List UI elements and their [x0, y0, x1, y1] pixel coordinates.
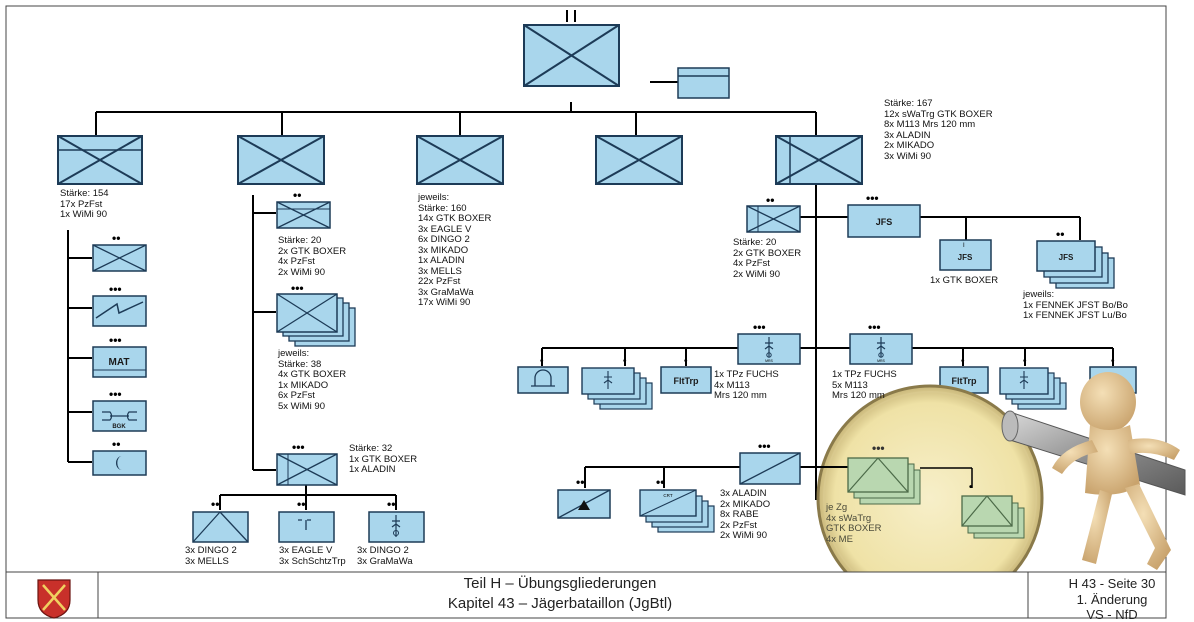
svg-text:I: I — [963, 243, 965, 249]
c1-antitank-symbol: ••• — [92, 282, 147, 327]
svg-text:•••: ••• — [291, 281, 304, 295]
recon-radar-stack: •• CRT — [639, 475, 715, 533]
connector-lines — [67, 81, 1114, 510]
sc-squad-strength: Stärke: 20 2x GTK BOXER 4x PzFst 2x WiMi… — [733, 237, 802, 280]
svg-text:••: •• — [112, 231, 120, 245]
c2-bottom-1-symbol: •• — [192, 497, 249, 543]
c2-hq-squad-symbol: •• — [276, 188, 331, 229]
recon-uav-symbol: •• — [557, 475, 611, 519]
jfs-single-symbol: I JFS — [939, 239, 992, 271]
svg-text:•: • — [1023, 356, 1027, 367]
jfs-multi-stack: •• JFS — [1036, 227, 1115, 289]
recon-platoon-symbol: ••• — [739, 439, 801, 485]
support-company-symbol — [775, 120, 863, 185]
svg-text:••: •• — [656, 475, 664, 489]
svg-text:•••: ••• — [872, 441, 885, 455]
svg-text:•: • — [1111, 356, 1115, 367]
fltrp-label-1: FltTrp — [674, 376, 699, 386]
mrs-label-2: MRS — [877, 359, 885, 363]
svg-text:••: •• — [766, 193, 774, 207]
c1-mat-symbol: ••• MAT — [92, 333, 147, 378]
footer-revision: 1. Änderung — [1076, 592, 1148, 607]
svg-text:•: • — [969, 482, 973, 493]
svg-text:•••: ••• — [109, 333, 122, 347]
svg-text:•••: ••• — [866, 191, 879, 205]
crt-label: CRT — [663, 493, 672, 498]
svg-text:•: • — [961, 356, 965, 367]
recon-unit-text: 3x ALADIN 2x MIKADO 8x RABE 2x PzFst 2x … — [720, 488, 771, 541]
bgk-label: BGK — [112, 424, 126, 430]
company-1-strength: Stärke: 154 17x PzFst 1x WiMi 90 — [60, 188, 109, 220]
c2-bottom-3-text: 3x DINGO 2 3x GraMaWa — [357, 545, 413, 567]
jfs-multi-label: JFS — [1059, 253, 1074, 262]
svg-text:•: • — [540, 356, 544, 367]
sc-hq-squad-symbol: •• — [746, 193, 801, 233]
magnified-unit-text: je Zg 4x sWaTrg GTK BOXER 4x ME — [826, 502, 882, 545]
company-4-symbol — [595, 120, 683, 185]
svg-text:•••: ••• — [109, 282, 122, 296]
jfs-multi-text: jeweils: 1x FENNEK JFST Bo/Bo 1x FENNEK … — [1023, 289, 1128, 321]
c2-recon-platoon-symbol: ••• — [276, 440, 338, 486]
coat-of-arms-logo — [37, 579, 71, 619]
ml-mortar-stack: • — [581, 356, 653, 410]
c2-bottom-3-symbol: •• — [368, 497, 425, 543]
svg-text:•••: ••• — [868, 320, 881, 334]
mannequin-figure — [1052, 372, 1180, 570]
footer-title-line-1: Teil H – Übungsgliederungen — [463, 575, 657, 592]
svg-text:•••: ••• — [109, 387, 122, 401]
support-company-strength: Stärke: 167 12x sWaTrg GTK BOXER 8x M113… — [884, 98, 993, 162]
svg-text:••: •• — [576, 475, 584, 489]
mat-label: MAT — [109, 357, 130, 368]
svg-text:••: •• — [293, 188, 301, 202]
company-3-strength: jeweils: Stärke: 160 14x GTK BOXER 3x EA… — [418, 192, 492, 308]
footer-title-line-2: Kapitel 43 – Jägerbataillon (JgBtl) — [447, 595, 673, 612]
c2-platoons-strength: jeweils: Stärke: 38 4x GTK BOXER 1x MIKA… — [278, 348, 347, 412]
company-3-symbol — [416, 120, 504, 185]
svg-text:••: •• — [387, 497, 395, 511]
c2-squad-strength: Stärke: 20 2x GTK BOXER 4x PzFst 2x WiMi… — [278, 235, 347, 278]
footer-classification: VS - NfD — [1086, 607, 1138, 622]
c2-bottom-2-text: 3x EAGLE V 3x SchSchtzTrp — [279, 545, 346, 567]
svg-text:••: •• — [1056, 227, 1064, 241]
svg-text:•: • — [684, 356, 688, 367]
svg-text:•••: ••• — [758, 439, 771, 453]
company-1-symbol — [57, 120, 143, 185]
svg-text:•••: ••• — [292, 440, 305, 454]
c2-bottom-1-text: 3x DINGO 2 3x MELLS — [185, 545, 237, 567]
fltrp-label-2: FltTrp — [952, 376, 977, 386]
mortar-platoon-1-symbol: ••• MRS — [737, 320, 801, 365]
ml-dome-symbol: • — [517, 356, 569, 394]
jfs-single-text: 1x GTK BOXER — [930, 275, 999, 286]
c2-platoons-stack: ••• — [276, 281, 356, 347]
jfs-label: JFS — [876, 217, 893, 227]
c1-hq-squad-symbol: •• — [92, 231, 147, 272]
battalion-symbol — [523, 10, 620, 87]
svg-text:•••: ••• — [753, 320, 766, 334]
footer-page-number: H 43 - Seite 30 — [1068, 576, 1156, 591]
mortar-2-text: 1x TPz FUCHS 5x M113 Mrs 120 mm — [832, 369, 897, 401]
c2-bottom-2-symbol: •• — [278, 497, 335, 543]
c1-signal-symbol: •• — [92, 437, 147, 476]
mortar-platoon-2-symbol: ••• MRS — [849, 320, 913, 365]
c2-recon-strength: Stärke: 32 1x GTK BOXER 1x ALADIN — [349, 443, 418, 475]
ml-fltrp-symbol: • FltTrp — [660, 356, 712, 394]
mrs-label-1: MRS — [765, 359, 773, 363]
company-2-symbol — [237, 120, 325, 185]
svg-text:••: •• — [112, 437, 120, 451]
mortar-1-text: 1x TPz FUCHS 4x M113 Mrs 120 mm — [714, 369, 779, 401]
svg-text:•: • — [623, 356, 627, 367]
jfs-platoon-symbol: ••• JFS — [847, 191, 921, 238]
magnifier-lens: ••• • — [816, 384, 1044, 612]
svg-text:••: •• — [297, 497, 305, 511]
jfs-single-label: JFS — [958, 253, 973, 262]
svg-text:••: •• — [211, 497, 219, 511]
staff-symbol — [677, 67, 730, 99]
c1-bgk-symbol: ••• BGK — [92, 387, 147, 432]
ml-mortar-stack-2: • — [999, 356, 1067, 410]
footer-frame — [5, 571, 1167, 619]
